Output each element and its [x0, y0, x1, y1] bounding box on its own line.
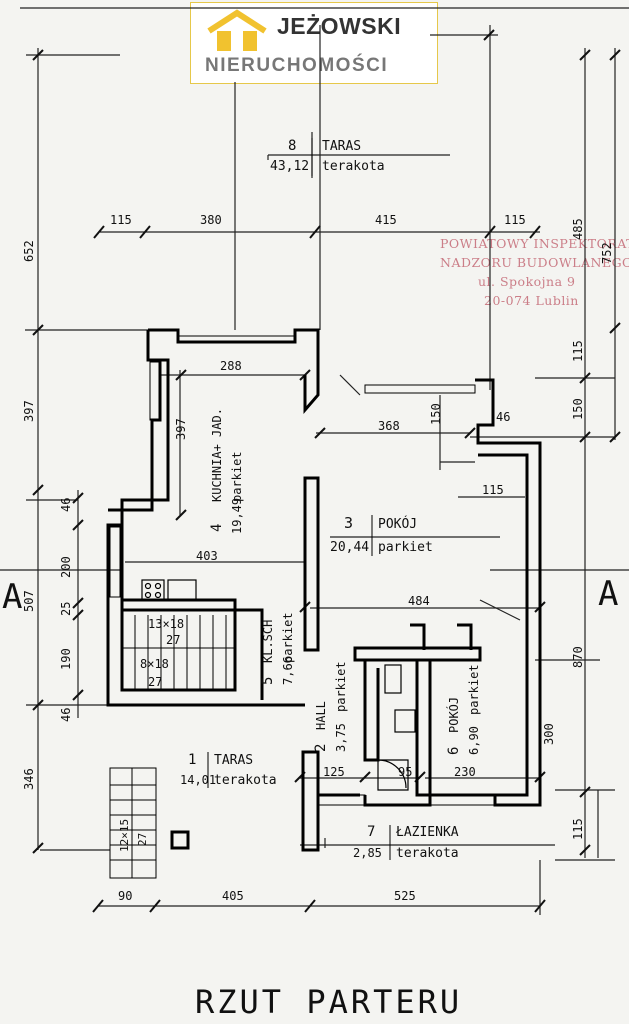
- room-area: 7,66: [281, 656, 295, 685]
- room-finish: parkiet: [378, 540, 433, 555]
- room-name: KL.SCH: [261, 620, 275, 663]
- dimension-label: 230: [454, 765, 476, 779]
- room-number: 5: [260, 677, 276, 685]
- room-finish: parkiet: [230, 451, 244, 502]
- room-number: 8: [288, 138, 296, 154]
- dimension-label: 368: [378, 419, 400, 433]
- stair-label: 8×18: [140, 657, 169, 671]
- dimension-label: 115: [110, 213, 132, 227]
- agency-logo: JEŻOWSKI NIERUCHOMOŚCI: [190, 2, 438, 84]
- dimension-label: 397: [22, 400, 36, 422]
- dimension-label: 300: [542, 723, 556, 745]
- dimension-labels: 115 380 415 115 90 405 525 652 397 507 3…: [22, 213, 614, 903]
- windows: [109, 335, 496, 806]
- room-name: TARAS: [322, 139, 361, 154]
- room-area: 6,90: [467, 726, 481, 755]
- room-finish: terakota: [396, 846, 459, 861]
- dimension-label: 380: [200, 213, 222, 227]
- dimension-label: 484: [408, 594, 430, 608]
- dimension-label: 95: [398, 765, 412, 779]
- dimension-label: 115: [482, 483, 504, 497]
- dimension-label: 115: [504, 213, 526, 227]
- room-number: 6: [446, 747, 462, 755]
- room-name: TARAS: [214, 753, 253, 768]
- dimension-lines: [0, 7, 629, 915]
- room-number: 4: [209, 524, 225, 532]
- dimension-label: 150: [429, 403, 443, 425]
- dimension-label: 415: [375, 213, 397, 227]
- house-icon: [207, 9, 267, 51]
- stamp-line: ul. Spokojna 9: [478, 274, 576, 289]
- logo-brand: JEŻOWSKI: [277, 13, 402, 39]
- room-finish: terakota: [322, 159, 385, 174]
- stair-label: 12×15: [118, 819, 131, 852]
- dimension-label: 870: [571, 646, 585, 668]
- dimension-label: 403: [196, 549, 218, 563]
- room-name: ŁAZIENKA: [395, 825, 459, 840]
- dimension-label: 115: [571, 818, 585, 840]
- room-name: POKÓJ: [446, 697, 461, 733]
- room-finish: parkiet: [334, 661, 348, 712]
- room-area: 14,01: [180, 773, 216, 787]
- room-number: 7: [367, 824, 375, 840]
- dimension-label: 485: [571, 218, 585, 240]
- room-name: KUCHNIA+ JAD.: [210, 408, 224, 502]
- walls: [106, 328, 542, 852]
- stairs: [109, 615, 235, 879]
- stair-label: 27: [148, 675, 162, 689]
- room-area: 43,12: [270, 159, 309, 174]
- dimension-label: 288: [220, 359, 242, 373]
- dimension-label: 507: [22, 590, 36, 612]
- stamp-line: NADZORU BUDOWLANEGO: [440, 255, 629, 270]
- inspectorate-stamp: POWIATOWY INSPEKTORAT NADZORU BUDOWLANEG…: [440, 234, 629, 310]
- room-number: 3: [344, 514, 353, 532]
- stair-label: 13×18: [148, 617, 184, 631]
- room-area: 3,75: [334, 723, 348, 752]
- dimension-label: 90: [118, 889, 132, 903]
- room-number: 1: [188, 752, 196, 768]
- dimension-label: 115: [571, 340, 585, 362]
- dimension-label: 190: [59, 648, 73, 670]
- room-finish: parkiet: [281, 612, 295, 663]
- room-name: HALL: [314, 701, 328, 730]
- dimension-label: 405: [222, 889, 244, 903]
- stair-label: 27: [166, 633, 180, 647]
- dimension-label: 652: [22, 240, 36, 262]
- dimension-label: 125: [323, 765, 345, 779]
- dimension-label: 46: [59, 708, 73, 722]
- room-finish: parkiet: [467, 664, 481, 715]
- dimension-label: 525: [394, 889, 416, 903]
- room-labels: 8 TARAS 43,12 terakota 4 KUCHNIA+ JAD. 1…: [118, 138, 481, 861]
- fixtures: [141, 579, 416, 791]
- room-number: 2: [313, 744, 329, 752]
- dimension-label: 346: [22, 768, 36, 790]
- dimension-label: 752: [600, 242, 614, 264]
- stamp-line: POWIATOWY INSPEKTORAT: [440, 236, 629, 251]
- room-name: POKÓJ: [378, 516, 417, 532]
- dimension-label: 25: [59, 602, 73, 616]
- stair-label: 27: [136, 833, 149, 846]
- room-area: 2,85: [353, 846, 382, 860]
- dimension-label: 46: [59, 498, 73, 512]
- dimension-label: 397: [174, 418, 188, 440]
- room-area: 20,44: [330, 540, 369, 555]
- stamp-line: 20-074 Lublin: [484, 293, 579, 308]
- room-finish: terakota: [214, 773, 277, 788]
- room-area: 19,49: [230, 498, 244, 534]
- dimension-label: 200: [59, 556, 73, 578]
- dimension-label: 46: [496, 410, 510, 424]
- drawing-title: RZUT PARTERU: [195, 983, 462, 1021]
- logo-subtitle: NIERUCHOMOŚCI: [205, 55, 389, 76]
- dimension-label: 150: [571, 398, 585, 420]
- section-mark-right: A: [598, 574, 618, 614]
- section-mark-left: A: [2, 577, 22, 617]
